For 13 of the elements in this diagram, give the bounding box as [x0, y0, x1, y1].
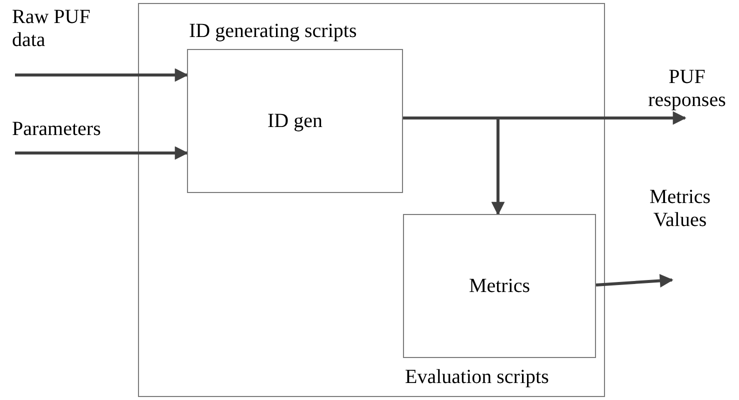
io-label: Metrics Values: [648, 186, 712, 232]
group-heading: ID generating scripts: [189, 20, 357, 43]
arrow: [15, 146, 188, 160]
io-label: Parameters: [12, 118, 102, 141]
arrow: [596, 274, 674, 288]
io-label: Raw PUF data: [12, 6, 92, 52]
container-box: [138, 3, 605, 397]
group-heading: Evaluation scripts: [405, 366, 549, 389]
box-label: Metrics: [468, 274, 530, 298]
arrow: [403, 116, 505, 216]
box-label: ID gen: [268, 110, 322, 132]
arrow: [15, 68, 188, 82]
io-label: PUF responses: [647, 66, 727, 112]
